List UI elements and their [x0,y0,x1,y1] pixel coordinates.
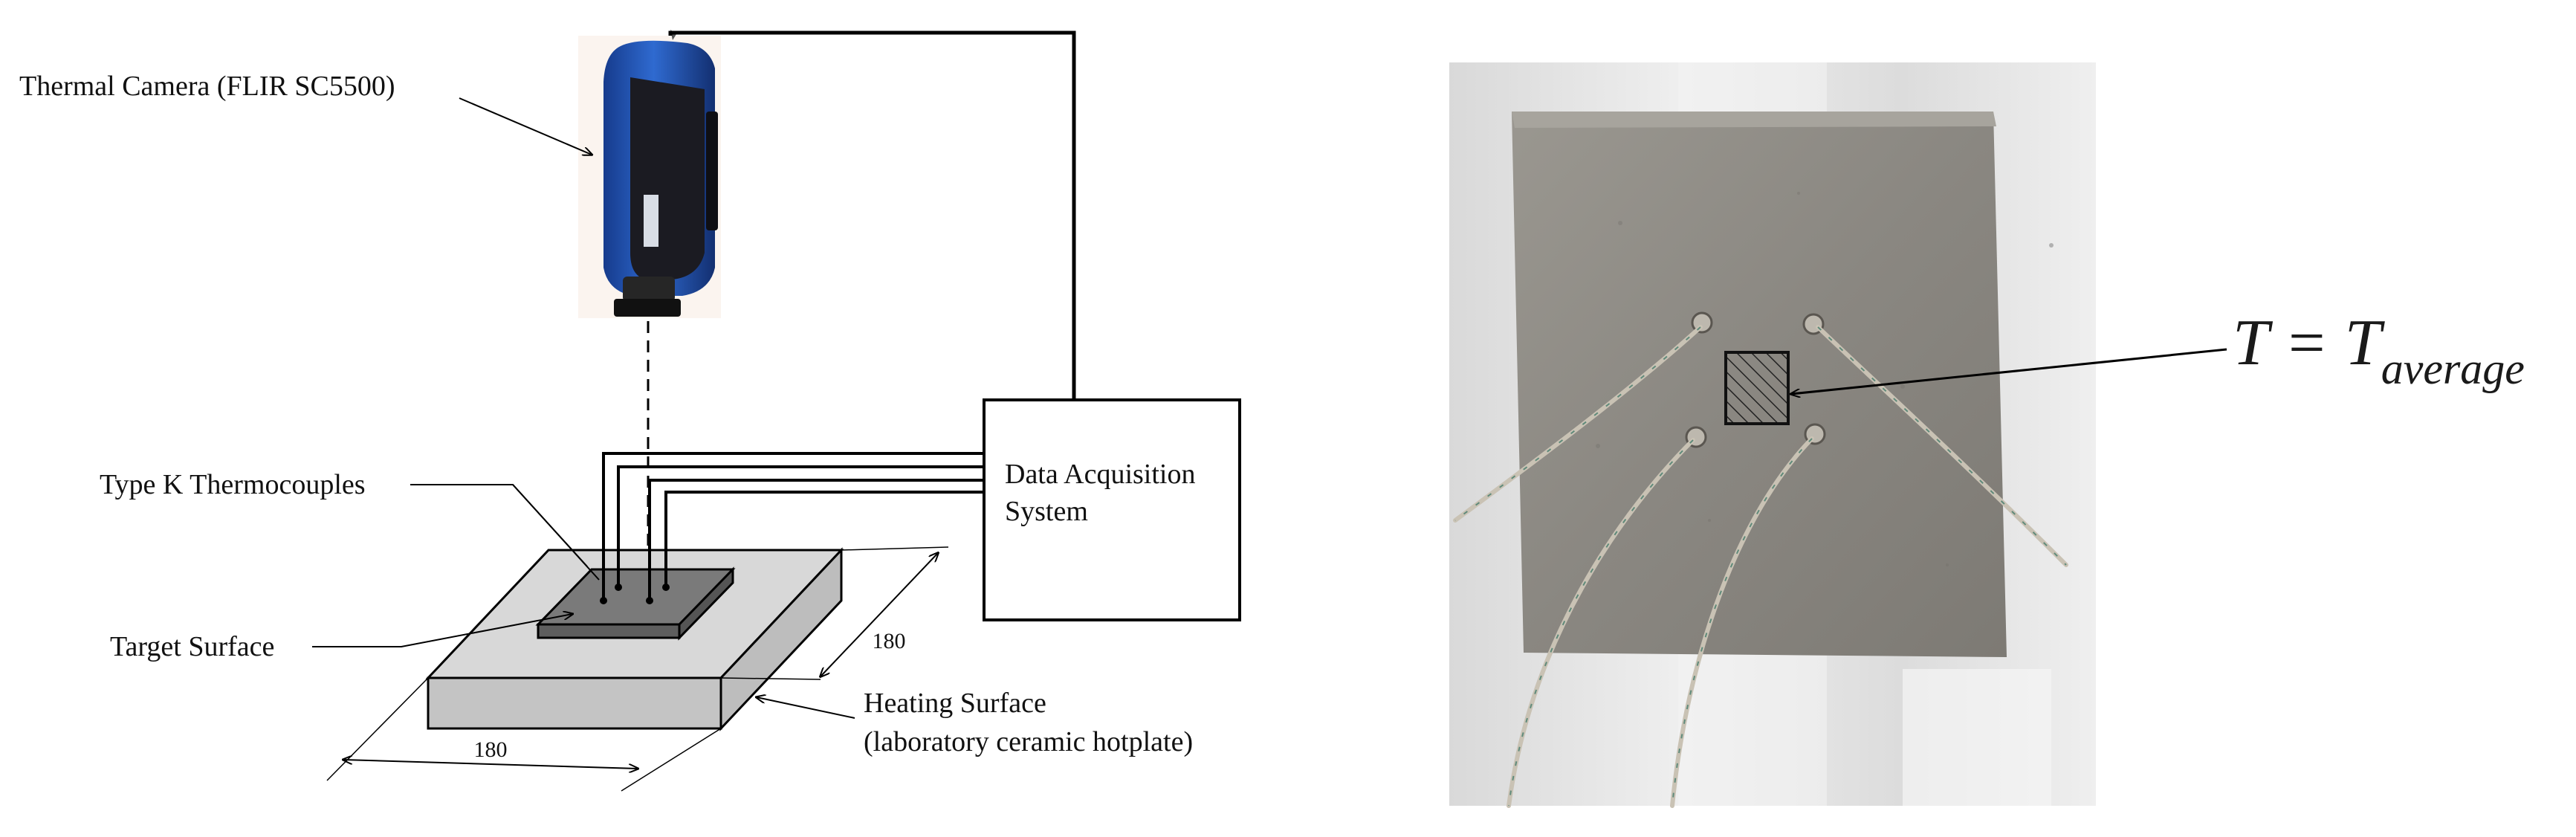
target-surface-label: Target Surface [110,631,274,662]
dimension-depth-label: 180 [873,629,906,653]
heating-surface-label-line2: (laboratory ceramic hotplate) [864,726,1193,757]
thermocouple-junctions [600,584,670,604]
heating-surface-leader [757,697,855,719]
target-surface-plate [535,566,736,641]
equation-lhs: T = T [2233,307,2386,379]
dimension-depth: 180 [720,546,949,680]
dimension-width-label: 180 [474,737,508,762]
thermal-camera-icon [578,30,721,318]
target-surface-leader [312,614,572,647]
heating-surface-label-line1: Heating Surface [864,688,1046,719]
average-temperature-arrow [1791,348,2227,394]
daq-label-line2: System [1005,496,1088,527]
data-acquisition-box [983,398,1241,621]
thermocouple-wires [602,452,984,601]
equation-subscript: average [2381,344,2525,393]
schematic-diagram: Thermal Camera (FLIR SC5500) Data Acquis… [19,30,1241,792]
camera-label: Thermal Camera (FLIR SC5500) [19,71,395,102]
daq-label-line1: Data Acquisition [1005,459,1195,490]
thermocouples-label: Type K Thermocouples [100,469,366,500]
average-temperature-equation: T = Taverage [2233,307,2525,393]
measurement-area-hatched [1724,351,1790,425]
camera-leader-arrow [459,97,592,155]
dimension-width: 180 [326,677,722,792]
experiment-photo [1449,62,2227,808]
camera-cable [668,30,1076,400]
thermocouples-leader-2 [512,484,588,567]
